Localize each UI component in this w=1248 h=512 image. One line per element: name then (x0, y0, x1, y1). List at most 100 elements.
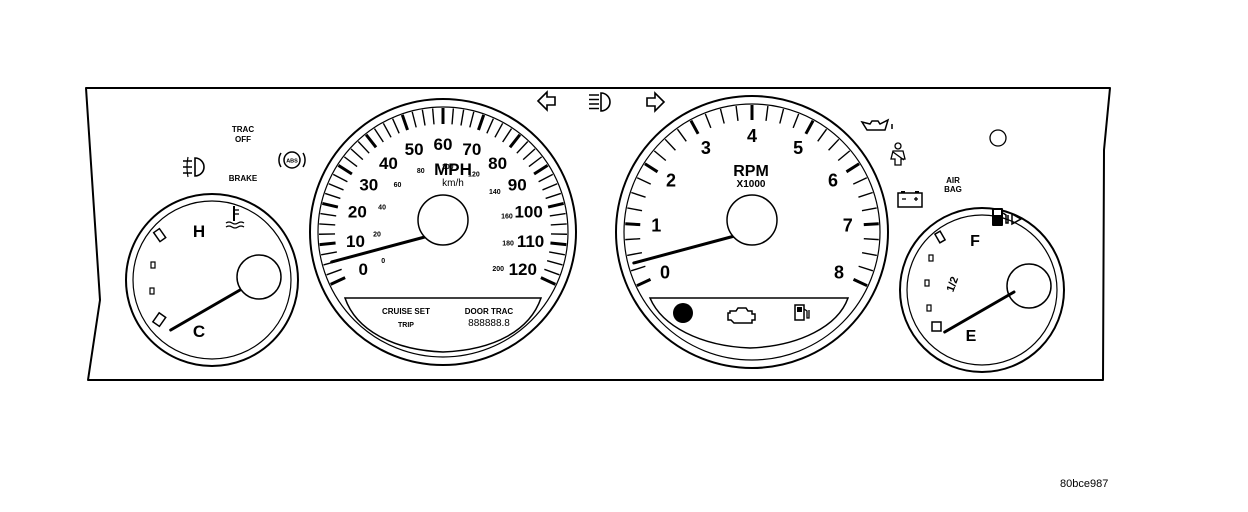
kmh-label: km/h (442, 178, 464, 189)
fuel-full-label: F (970, 233, 980, 250)
kmh-tick-label: 140 (489, 189, 501, 196)
speedometer-tick (328, 183, 344, 191)
speedometer-tick (469, 111, 475, 128)
speedometer-tick (400, 114, 409, 131)
tachometer-tick (863, 222, 879, 227)
rpm-tick-label: 4 (747, 126, 757, 146)
oil-pressure-icon (860, 118, 893, 131)
speedometer-tick (533, 164, 549, 176)
mph-tick-label: 70 (462, 140, 481, 159)
tachometer-tick (625, 222, 641, 227)
rpm-label: RPM (733, 163, 769, 180)
rpm-multiplier-label: X1000 (737, 179, 766, 190)
kmh-tick-label: 80 (417, 168, 425, 175)
tachometer-tick (858, 265, 874, 272)
coolant-temp-icon (225, 206, 245, 229)
cruise-set-label: CRUISE SET (382, 307, 430, 316)
speedometer-tick-band (319, 108, 567, 286)
tachometer-tick (845, 162, 860, 174)
kmh-tick-label: 100 (442, 164, 454, 171)
tachometer-tick (863, 238, 879, 241)
speedometer-tick (373, 128, 384, 143)
tachometer-tick (735, 105, 739, 121)
tachometer-tick (779, 108, 785, 124)
tachometer-tick (765, 105, 769, 121)
speedometer-tick (411, 111, 417, 128)
rpm-tick-label: 0 (660, 263, 670, 283)
speedometer-tick (486, 118, 494, 134)
mph-tick-label: 40 (379, 154, 398, 173)
speedometer-tick (546, 260, 563, 266)
kmh-tick-label: 40 (378, 205, 386, 212)
temperature-needle (169, 288, 242, 332)
tachometer-tick (676, 128, 687, 142)
rpm-tick-label: 3 (701, 138, 711, 158)
tachometer-tick (636, 177, 652, 185)
fuel-empty-label: E (966, 328, 977, 345)
door-trac-label: DOOR TRAC (465, 307, 514, 316)
brake-label: BRAKE (229, 174, 258, 183)
speedometer-tick (382, 122, 392, 138)
speedometer-tick (431, 108, 435, 125)
speedometer-tick (542, 183, 558, 191)
tachometer-tick (858, 191, 873, 198)
mph-tick-label: 10 (346, 232, 365, 251)
headlight-high-beam-icon (589, 92, 611, 112)
trac-off-line2: OFF (235, 135, 251, 144)
tachometer-tick (837, 150, 851, 162)
speedometer-tick (516, 141, 529, 154)
speedometer-tick (326, 268, 342, 276)
mph-label: MPH (434, 160, 472, 179)
tachometer-tick (704, 113, 712, 129)
abs-icon: ABS (278, 151, 306, 169)
tachometer-tick (636, 277, 652, 288)
kmh-tick-label: 120 (468, 172, 480, 179)
mph-tick-label: 0 (359, 260, 368, 279)
speedometer-tick (508, 133, 522, 149)
speedometer-tick (550, 223, 567, 226)
tachometer-tick (861, 207, 877, 212)
speedometer-tick (544, 268, 560, 276)
speedometer-tick (451, 108, 455, 125)
fuel-gauge: F 1/2 E (899, 207, 1065, 373)
figure-id: 80bce987 (1060, 478, 1109, 490)
tachometer-tick (627, 207, 643, 212)
speedometer-tick (540, 276, 557, 286)
tachometer-tick (689, 119, 700, 135)
left-turn-signal-icon (536, 90, 556, 112)
speedometer-tick (392, 118, 400, 134)
speedometer-tick (549, 251, 566, 256)
kmh-tick-label: 180 (502, 241, 514, 248)
speedometer-tick (477, 114, 486, 131)
speedometer-tick (550, 241, 567, 247)
temp-hot-label: H (193, 222, 205, 241)
odometer-display: 888888.8 (468, 318, 510, 329)
speedometer-tick (320, 212, 337, 217)
tachometer-tick (625, 238, 641, 241)
rpm-tick-label: 5 (793, 138, 803, 158)
tachometer-tick (644, 162, 659, 174)
seatbelt-icon (890, 142, 906, 166)
mph-tick-label: 20 (348, 203, 367, 222)
fuel-needle (943, 290, 1016, 334)
fuel-pump-icon (992, 208, 1023, 226)
tachometer-tick (828, 138, 840, 151)
speedometer-tick (460, 109, 465, 126)
speedometer-tick (522, 148, 536, 161)
rpm-tick-label: 6 (828, 170, 838, 190)
speedometer-needle (330, 232, 438, 264)
mph-tick-label: 50 (405, 140, 424, 159)
tachometer-tick (664, 138, 676, 151)
speedometer-tick (549, 212, 566, 217)
rpm-tick-label: 8 (834, 263, 844, 283)
tachometer-tick (627, 251, 643, 257)
fuel-hub (1006, 263, 1052, 309)
kmh-tick-label: 160 (501, 214, 513, 221)
battery-icon (897, 191, 923, 208)
mph-tick-label: 120 (509, 260, 537, 279)
kmh-tick-label: 200 (492, 266, 504, 273)
speedometer-tick (502, 128, 513, 143)
